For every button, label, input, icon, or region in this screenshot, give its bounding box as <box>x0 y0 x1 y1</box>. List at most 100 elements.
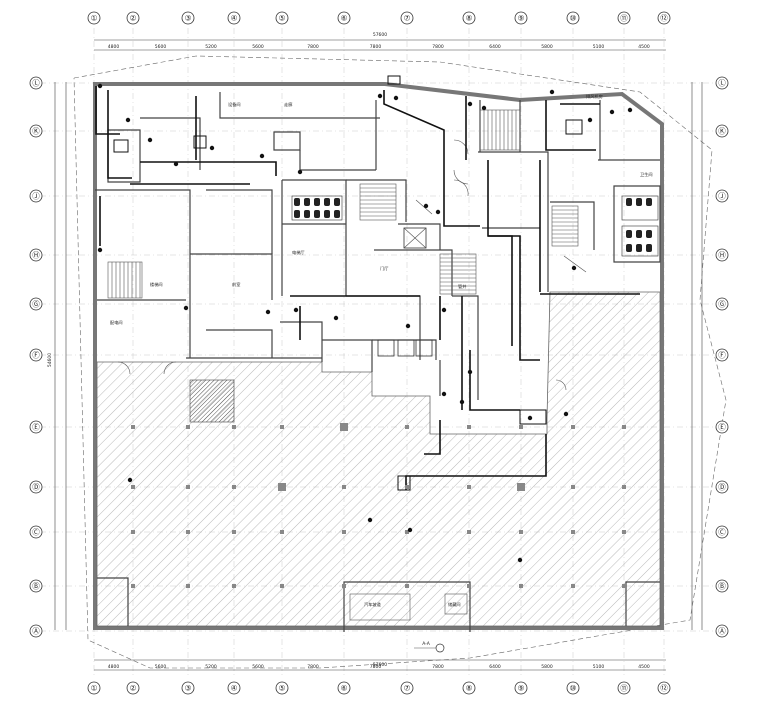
axis-bubble-column-8-bottom: ⑧ <box>462 681 476 695</box>
dimension-segment-labels: 4800480056005600520052005600560078007800… <box>108 44 650 670</box>
svg-text:Ⓛ: Ⓛ <box>32 79 40 88</box>
column-1-10 <box>622 425 626 429</box>
dimension-segment-3-bottom: 5200 <box>205 664 217 670</box>
hatched-zone-lower <box>96 291 661 627</box>
svg-text:⑨: ⑨ <box>518 14 525 23</box>
column-1-3 <box>232 425 236 429</box>
svg-text:②: ② <box>130 684 137 693</box>
dimension-lines: 57600 57600 54600 <box>47 32 703 671</box>
dimension-segment-4-bottom: 5600 <box>252 664 264 670</box>
pipe-routing <box>95 86 640 490</box>
room-label-4: 前室 <box>232 281 240 288</box>
column-2-4 <box>278 483 286 491</box>
column-3-3 <box>232 530 236 534</box>
room-label-7: 卫生间 <box>640 171 653 178</box>
room-labels: 设备间 走廊 楼梯间 前室 电梯厅 门厅 卫生间 排风机房 配电间 管井 汽车坡… <box>110 93 653 608</box>
svg-text:⑦: ⑦ <box>404 14 411 23</box>
column-2-8 <box>517 483 525 491</box>
elevator-shafts <box>291 195 659 357</box>
svg-text:②: ② <box>130 14 137 23</box>
dimension-segment-1-top: 4800 <box>108 44 120 50</box>
axis-bubble-column-11-bottom: ⑪ <box>617 681 631 695</box>
column-4-8 <box>519 584 523 588</box>
dimension-segment-6-top: 7800 <box>370 44 382 50</box>
dimension-segment-9-top: 5800 <box>541 44 553 50</box>
svg-text:Ⓔ: Ⓔ <box>32 423 40 432</box>
column-4-6 <box>405 584 409 588</box>
svg-text:Ⓐ: Ⓐ <box>718 627 726 636</box>
svg-text:⑧: ⑧ <box>466 684 473 693</box>
column-4-3 <box>232 584 236 588</box>
dimension-segment-4-top: 5600 <box>252 44 264 50</box>
svg-text:⑤: ⑤ <box>279 684 286 693</box>
equipment-marker-16 <box>423 203 429 209</box>
column-3-9 <box>571 530 575 534</box>
svg-text:⑨: ⑨ <box>518 684 525 693</box>
axis-bubble-row-1-left: Ⓛ <box>29 76 43 90</box>
equipment-marker-1 <box>97 83 103 89</box>
dimension-segment-11-top: 4500 <box>638 44 650 50</box>
axis-bubble-column-10-top: ⑩ <box>566 11 580 25</box>
column-1-2 <box>186 425 190 429</box>
axis-bubble-column-3-top: ③ <box>181 11 195 25</box>
svg-text:④: ④ <box>231 14 238 23</box>
equipment-marker-11 <box>481 105 487 111</box>
svg-text:Ⓑ: Ⓑ <box>718 582 726 591</box>
axis-bubble-row-8-left: Ⓓ <box>29 480 43 494</box>
column-2-5 <box>342 485 346 489</box>
axis-bubble-row-2-right: Ⓚ <box>715 124 729 138</box>
axis-bubble-row-6-right: Ⓕ <box>715 348 729 362</box>
equipment-marker-26 <box>527 415 533 421</box>
axis-bubble-column-2-top: ② <box>126 11 140 25</box>
dimension-segment-8-top: 6400 <box>489 44 501 50</box>
toilet-fixture <box>314 210 320 218</box>
axis-bubble-row-11-right: Ⓐ <box>715 624 729 638</box>
axis-bubble-column-8-top: ⑧ <box>462 11 476 25</box>
axis-bubble-row-4-left: Ⓗ <box>29 248 43 262</box>
svg-text:⑥: ⑥ <box>341 14 348 23</box>
dimension-segment-5-bottom: 7800 <box>307 664 319 670</box>
equipment-marker-18 <box>571 265 577 271</box>
toilet-fixture <box>294 210 300 218</box>
corner-room-se <box>625 581 660 626</box>
equipment-marker-2 <box>125 117 131 123</box>
axis-bubble-row-9-right: Ⓒ <box>715 525 729 539</box>
equipment-marker-13 <box>587 117 593 123</box>
equipment-marker-34 <box>517 557 523 563</box>
svg-text:⑪: ⑪ <box>620 14 628 23</box>
column-4-7 <box>467 584 471 588</box>
axis-bubble-row-8-right: Ⓓ <box>715 480 729 494</box>
toilet-fixture <box>626 198 632 206</box>
svg-text:Ⓓ: Ⓓ <box>718 483 726 492</box>
svg-text:③: ③ <box>185 14 192 23</box>
axis-bubble-row-4-right: Ⓗ <box>715 248 729 262</box>
toilet-fixture <box>626 244 632 252</box>
equipment-marker-4 <box>173 161 179 167</box>
svg-text:⑫: ⑫ <box>660 684 668 693</box>
toilet-fixture <box>646 230 652 238</box>
dimension-segment-7-top: 7800 <box>432 44 444 50</box>
equipment-marker-9 <box>393 95 399 101</box>
room-label-2: 走廊 <box>284 101 292 108</box>
equipment-marker-8 <box>377 93 383 99</box>
column-2-10 <box>622 485 626 489</box>
axis-bubble-row-5-right: Ⓖ <box>715 297 729 311</box>
axis-bubble-row-2-left: Ⓚ <box>29 124 43 138</box>
equipment-marker-24 <box>441 391 447 397</box>
overall-dimension-bottom: 57600 <box>373 662 387 668</box>
svg-text:Ⓚ: Ⓚ <box>32 127 40 136</box>
equipment-marker-28 <box>97 247 103 253</box>
room-label-9: 配电间 <box>110 319 123 326</box>
svg-text:①: ① <box>91 14 98 23</box>
site-boundary <box>73 55 727 669</box>
svg-text:⑩: ⑩ <box>570 14 577 23</box>
axis-bubble-column-5-bottom: ⑤ <box>275 681 289 695</box>
svg-text:Ⓙ: Ⓙ <box>32 192 40 201</box>
svg-text:Ⓛ: Ⓛ <box>718 79 726 88</box>
column-3-2 <box>186 530 190 534</box>
axis-bubble-column-12-bottom: ⑫ <box>657 681 671 695</box>
toilet-fixture <box>646 198 652 206</box>
dimension-segment-10-bottom: 5100 <box>593 664 605 670</box>
toilet-fixture <box>626 230 632 238</box>
column-3-8 <box>519 530 523 534</box>
